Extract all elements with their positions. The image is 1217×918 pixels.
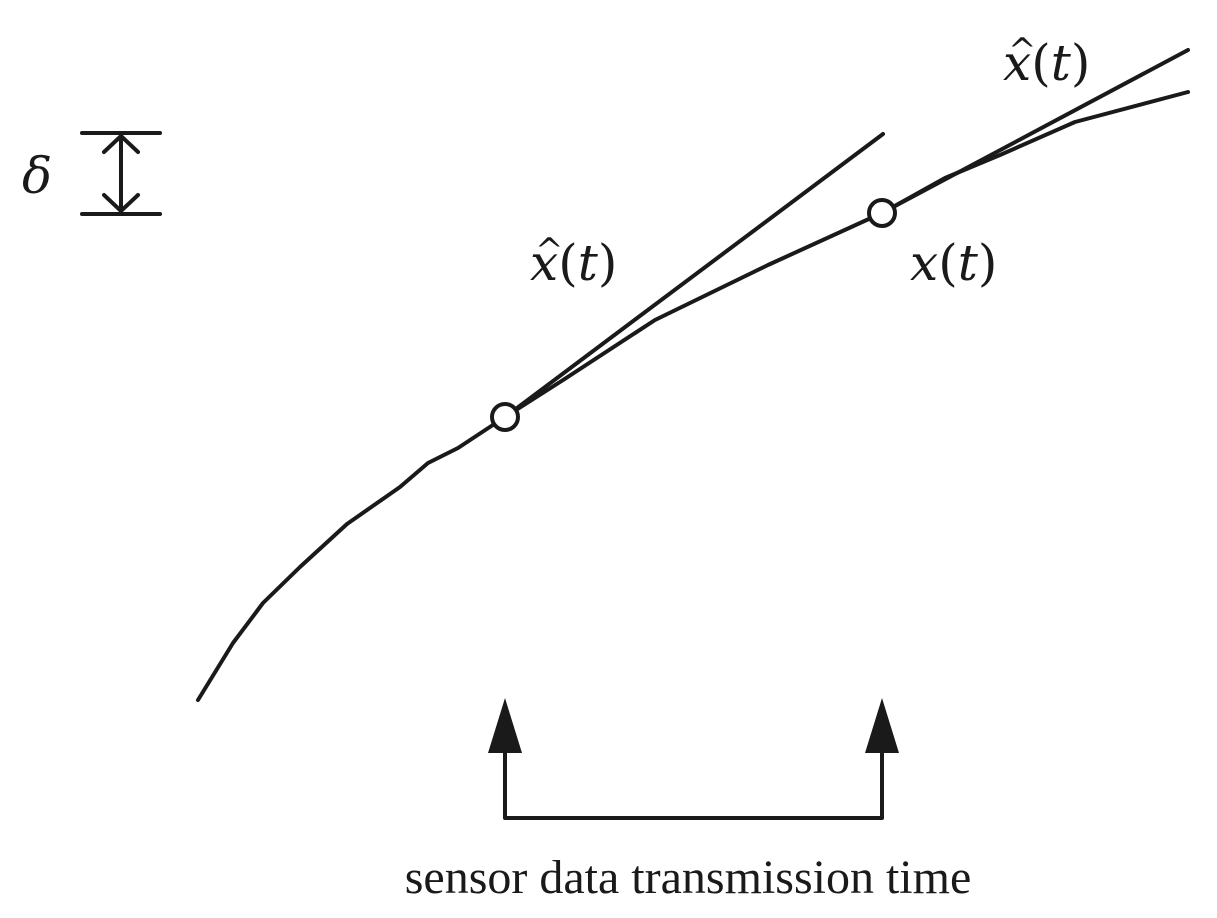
delta-arrow-down-icon [102,193,140,213]
transmission-time-bracket [488,698,899,820]
caption: sensor data transmission time [405,851,972,904]
estimate-label-2-var: x [1003,34,1031,92]
estimate-label-1-close: ) [598,234,618,292]
estimate-label-1-arg: t [578,234,599,292]
true-state-curve [196,90,1190,702]
true-state-label: x(t) [910,234,997,292]
bracket-line [503,743,884,820]
estimate-label-1-var: x [530,234,558,292]
delta-label: δ [22,147,52,205]
estimate-label-1-hat: ^ [535,231,564,271]
true-state-label-close: ) [978,234,998,292]
estimate-line-1 [503,132,885,419]
arrow-up-icon-left [488,698,522,753]
delta-threshold-indicator: δ [22,131,162,216]
estimate-label-2: x(t) [1003,34,1090,92]
true-state-label-var: x [910,234,938,292]
arrow-up-icon-right [865,698,899,753]
delta-arrow-up-icon [102,134,140,154]
estimate-label-1-open: ( [558,234,578,292]
estimate-label-2-open: ( [1031,34,1051,92]
true-state-label-open: ( [938,234,958,292]
transmission-point-1 [490,402,520,432]
estimate-label-2-arg: t [1051,34,1072,92]
estimate-label-1: x(t) [530,234,617,292]
estimate-label-2-close: ) [1071,34,1091,92]
estimate-line-2 [880,48,1190,215]
estimate-label-2-hat: ^ [1008,31,1037,71]
transmission-point-2 [867,198,897,228]
true-state-label-arg: t [958,234,979,292]
